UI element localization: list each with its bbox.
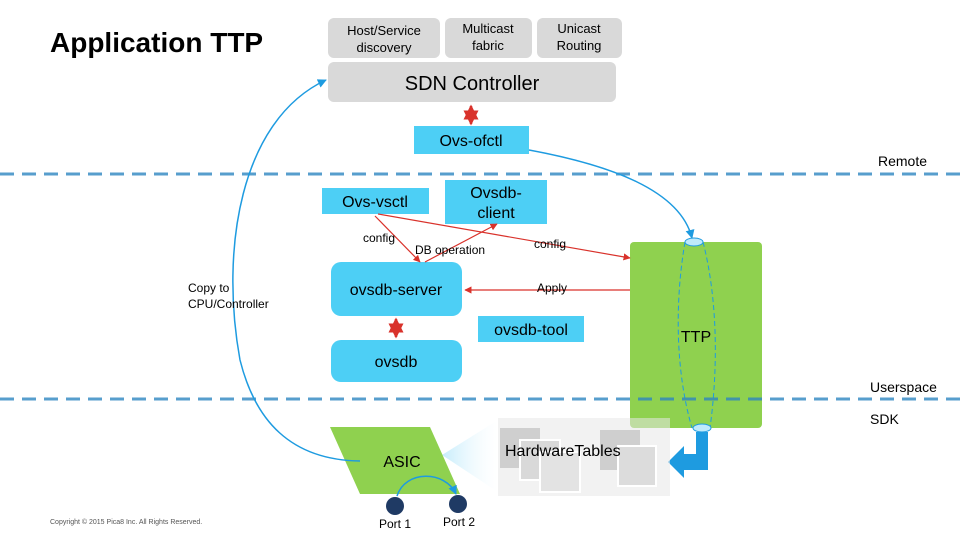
ovsdb-client-label-line1: Ovsdb- xyxy=(470,185,522,202)
vsctl-to-server-arrow xyxy=(374,215,421,263)
copyright-text: Copyright © 2015 Pica8 Inc. All Rights R… xyxy=(50,518,202,526)
hardware-tables: HardwareTables xyxy=(442,418,670,496)
ovsdb-client-label-line2: client xyxy=(477,205,515,222)
ovs-ofctl-label: Ovs-ofctl xyxy=(439,133,502,150)
ttp-pipeline xyxy=(677,237,716,433)
ovsdb-client-box: Ovsdb- client xyxy=(445,180,547,224)
ovs-ofctl-box: Ovs-ofctl xyxy=(414,126,529,154)
config-left-label: config xyxy=(363,231,395,245)
ovsdb-tool-box: ovsdb-tool xyxy=(478,316,584,342)
copy-label-line1: Copy to xyxy=(188,281,230,295)
copy-to-controller-arrow xyxy=(232,79,361,462)
remote-layer-label: Remote xyxy=(878,153,927,169)
config-right-label: config xyxy=(534,237,566,251)
sdk-layer-label: SDK xyxy=(870,411,899,427)
ofctl-to-ttp-flow xyxy=(528,149,695,239)
server-to-client-arrow xyxy=(424,223,498,263)
copy-label-line2: CPU/Controller xyxy=(188,297,269,311)
ovsdb-server-box: ovsdb-server xyxy=(331,262,462,316)
apply-label: Apply xyxy=(537,281,567,295)
userspace-layer-label: Userspace xyxy=(870,379,937,395)
ovs-vsctl-box: Ovs-vsctl xyxy=(322,188,429,214)
ovs-vsctl-label: Ovs-vsctl xyxy=(342,194,408,211)
ovsdb-label: ovsdb xyxy=(375,354,418,371)
port-2-label: Port 2 xyxy=(443,515,475,529)
asic-label: ASIC xyxy=(383,454,420,471)
db-operation-label: DB operation xyxy=(415,243,485,257)
page-title: Application TTP xyxy=(50,27,263,58)
sdn-controller-box: SDN Controller xyxy=(328,62,616,102)
ttp-box: TTP xyxy=(630,242,762,428)
vsctl-to-ttp-config-arrow xyxy=(377,213,631,261)
asic-block: ASIC xyxy=(330,427,460,494)
port-1-label: Port 1 xyxy=(379,517,411,531)
ovsdb-server-label: ovsdb-server xyxy=(350,282,443,299)
ttp-label: TTP xyxy=(681,329,711,346)
ovsdb-box: ovsdb xyxy=(331,340,462,382)
port-2: Port 2 xyxy=(443,495,475,529)
ttp-to-hardware-arrow xyxy=(668,432,708,478)
port-1: Port 1 xyxy=(379,497,411,531)
port-forward-arrow xyxy=(396,475,457,497)
hardware-tables-label: HardwareTables xyxy=(505,443,621,460)
sdn-controller-label: SDN Controller xyxy=(405,73,540,95)
ovsdb-tool-label: ovsdb-tool xyxy=(494,322,568,339)
